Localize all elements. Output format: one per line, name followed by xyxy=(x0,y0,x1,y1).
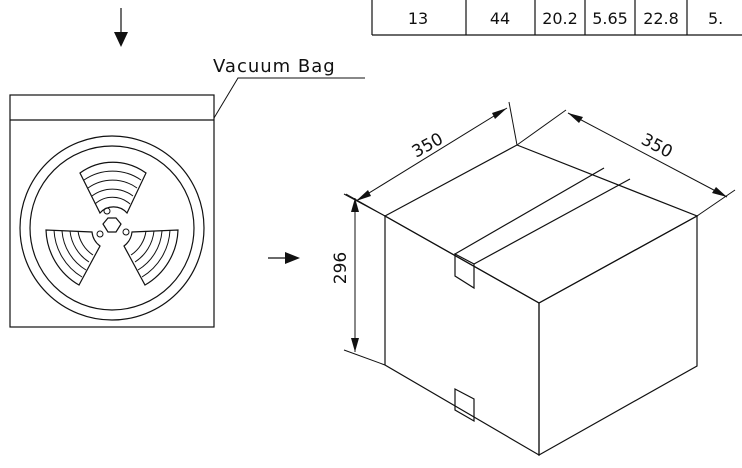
reel-hub xyxy=(102,217,122,233)
spec-table: 13 44 20.2 5.65 22.8 5. xyxy=(371,0,742,36)
box-right-face xyxy=(538,214,698,457)
tape-flap xyxy=(454,253,475,290)
reel-icon xyxy=(19,135,205,321)
dimension-width-label: 350 xyxy=(409,129,447,162)
tape-edge xyxy=(473,178,631,265)
vacuum-bag xyxy=(9,94,215,328)
vacuum-bag-leader xyxy=(213,77,365,119)
dimension-height: 296 xyxy=(331,193,386,366)
table-cell: 22.8 xyxy=(643,9,679,28)
shipping-box xyxy=(383,144,699,457)
box-left-face xyxy=(384,214,540,457)
tape-flap xyxy=(454,388,475,423)
down-arrow-icon xyxy=(114,8,128,47)
table-cell: 44 xyxy=(490,9,510,28)
dimension-height-label: 296 xyxy=(331,252,351,284)
dimension-depth-label: 350 xyxy=(638,130,676,163)
table-cell: 5.65 xyxy=(592,9,628,28)
reel-window xyxy=(45,229,101,286)
box-top-face xyxy=(383,144,699,304)
right-arrow-icon xyxy=(268,252,300,264)
table-cell: 5. xyxy=(708,9,723,28)
reel-window xyxy=(123,229,179,286)
reel-window xyxy=(79,161,147,215)
reel-hole xyxy=(103,207,111,215)
reel-hole xyxy=(96,230,104,238)
dimension-depth: 350 xyxy=(516,109,736,217)
table-cell: 13 xyxy=(408,9,428,28)
vacuum-bag-label: Vacuum Bag xyxy=(213,56,336,77)
table-cell: 20.2 xyxy=(542,9,578,28)
reel-hole xyxy=(122,228,130,236)
tape-edge xyxy=(454,167,605,255)
